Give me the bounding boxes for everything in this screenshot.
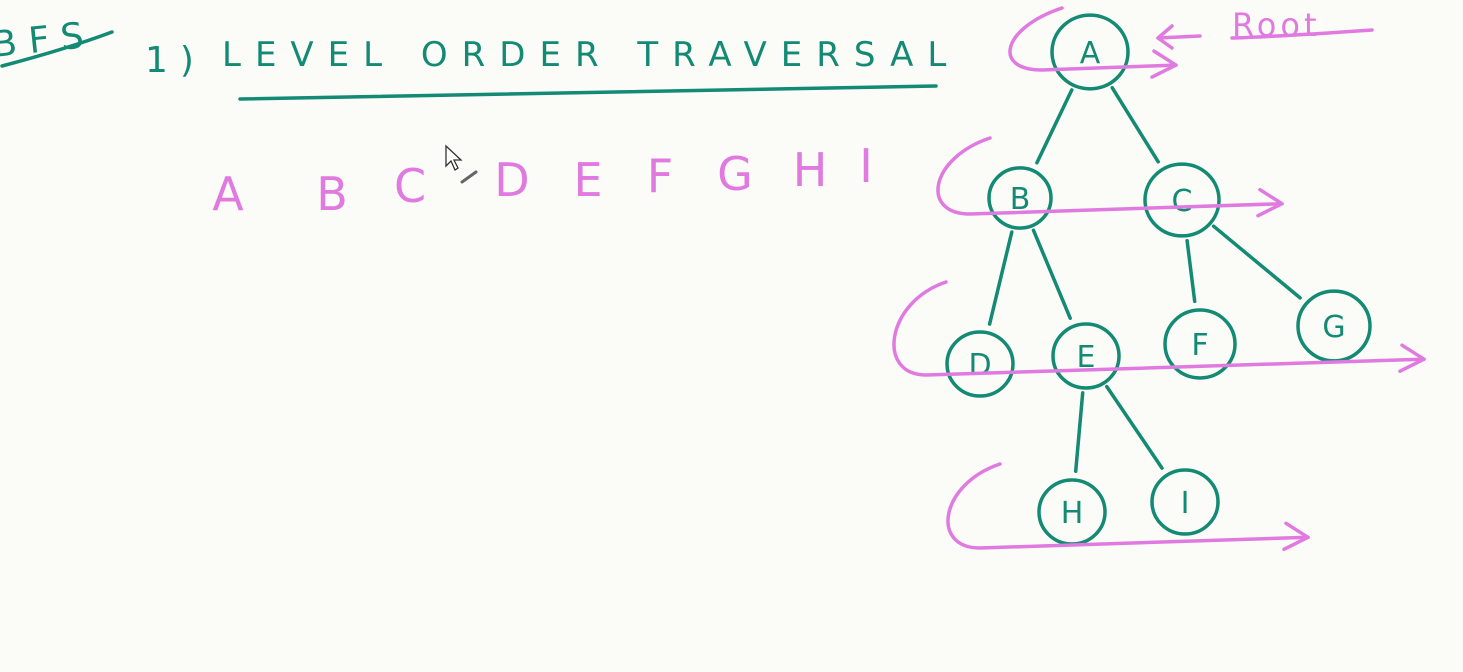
arrow-head-icon [1398, 343, 1426, 373]
node-circle-b [987, 166, 1053, 230]
node-label-c: C [1172, 184, 1193, 219]
heading-underline [0, 30, 114, 68]
traversal-letter-a: A [212, 167, 244, 221]
edge-c-f [1185, 238, 1197, 304]
node-label-i: I [1181, 486, 1190, 521]
edge-c-g [1211, 224, 1302, 300]
tree-node-c: C [1143, 162, 1221, 238]
heading-bfs: BFS [0, 14, 98, 66]
node-label-f: F [1191, 328, 1208, 363]
tree-node-f: F [1163, 308, 1237, 380]
tree-node-i: I [1150, 468, 1220, 536]
node-circle-f [1163, 308, 1237, 380]
edge-b-e [1031, 228, 1072, 320]
edge-a-b [1035, 88, 1074, 165]
edge-e-i [1105, 384, 1164, 470]
node-label-d: D [968, 348, 991, 383]
node-label-h: H [1061, 496, 1084, 531]
traversal-letter-i: I [859, 139, 873, 193]
page-title: LEVEL ORDER TRAVERSAL [222, 35, 960, 75]
arrow-head-icon [1150, 49, 1178, 79]
level-sweep-line [946, 462, 1310, 550]
item-number: 1) [145, 40, 206, 81]
node-circle-i [1150, 468, 1220, 536]
tree-node-g: G [1296, 289, 1372, 363]
level-sweeps [892, 6, 1426, 552]
node-circle-a [1050, 13, 1130, 91]
traversal-letter-d: D [494, 153, 529, 207]
edge-e-h [1073, 391, 1085, 473]
traversal-letter-h: H [793, 143, 828, 197]
traversal-letter-b: B [316, 167, 348, 221]
root-annotation: Root [1156, 6, 1374, 50]
root-arrow-shaft [1156, 34, 1202, 40]
pen-cursor-icon [460, 170, 478, 184]
node-label-a: A [1080, 36, 1101, 71]
arrow-head-icon [1256, 187, 1284, 218]
title-underline [238, 84, 938, 101]
tree-edges [987, 85, 1302, 473]
tree-node-h: H [1037, 478, 1107, 546]
root-underline [1230, 28, 1374, 40]
node-label-b: B [1010, 182, 1031, 217]
arrow-head-icon [1282, 521, 1310, 552]
root-arrow-head-icon [1156, 24, 1174, 50]
node-label-e: E [1077, 340, 1096, 375]
tree-node-e: E [1051, 322, 1121, 390]
traversal-letter-c: C [394, 159, 426, 213]
node-circle-c [1143, 162, 1221, 238]
traversal-letter-g: G [717, 147, 753, 201]
tree-node-b: B [987, 166, 1053, 230]
level-sweep-3 [892, 280, 1426, 377]
edge-b-d [987, 230, 1014, 326]
node-label-g: G [1322, 310, 1345, 345]
traversal-letter-e: E [573, 153, 602, 207]
level-sweep-2 [936, 136, 1284, 218]
level-sweep-4 [946, 462, 1310, 552]
tree-node-a: A [1050, 13, 1130, 91]
tree-node-d: D [945, 330, 1015, 398]
traversal-letter-f: F [647, 149, 673, 203]
node-circle-e [1051, 322, 1121, 390]
node-circle-d [945, 330, 1015, 398]
mouse-cursor-icon [445, 144, 463, 171]
level-sweep-line [1008, 6, 1178, 72]
level-sweep-line [936, 136, 1284, 216]
level-sweep-line [892, 280, 1426, 377]
edge-a-c [1110, 85, 1160, 164]
level-sweep-1 [1008, 6, 1178, 79]
